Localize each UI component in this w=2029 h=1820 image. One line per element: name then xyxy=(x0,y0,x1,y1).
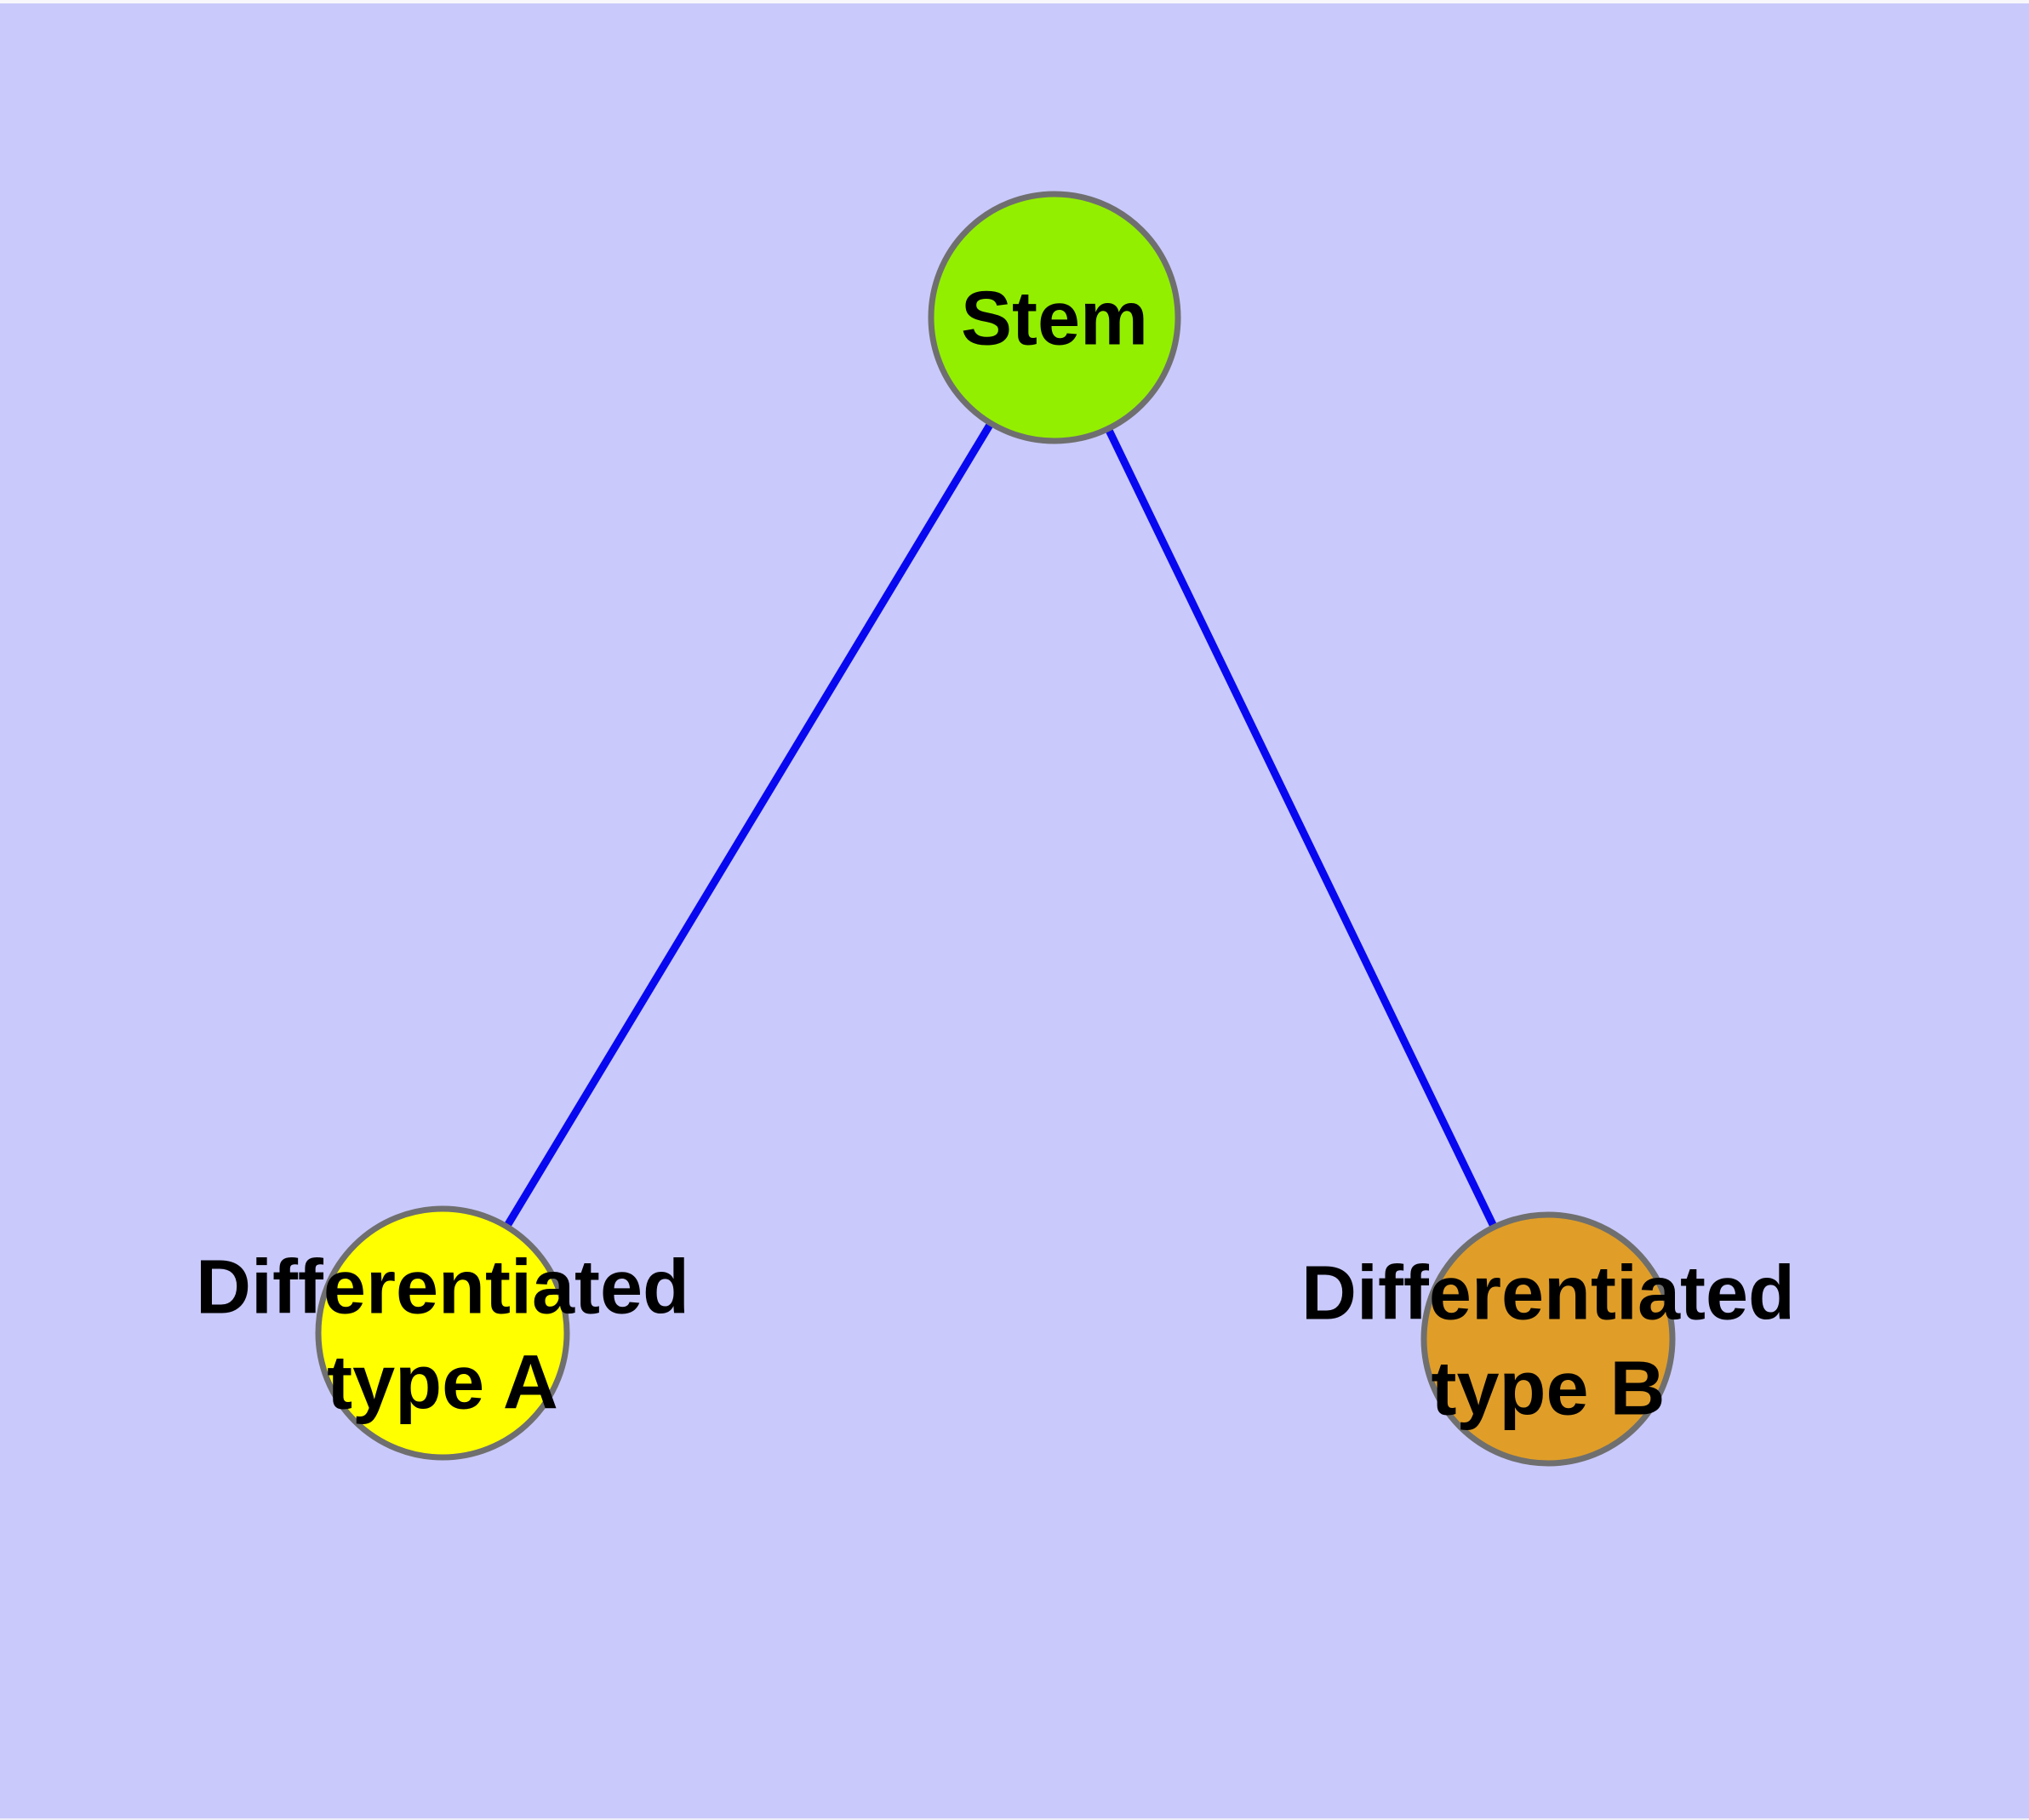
node-type-a-label-line1: Differentiated xyxy=(196,1245,689,1331)
top-border xyxy=(0,0,2029,3)
node-type-a-label-line2: type A xyxy=(327,1341,558,1426)
node-type-b-circle[interactable] xyxy=(1420,1211,1676,1467)
node-stem-circle[interactable] xyxy=(928,191,1181,444)
node-type-b-label-line1: Differentiated xyxy=(1301,1251,1795,1336)
edge-stem-to-type-b xyxy=(1050,316,1552,1341)
bottom-border xyxy=(0,1818,2029,1820)
node-type-a-circle[interactable] xyxy=(315,1205,570,1461)
edge-stem-to-type-a xyxy=(439,315,1058,1336)
node-stem-label: Stem xyxy=(961,277,1148,362)
node-type-b-label-line2: type B xyxy=(1431,1347,1665,1432)
